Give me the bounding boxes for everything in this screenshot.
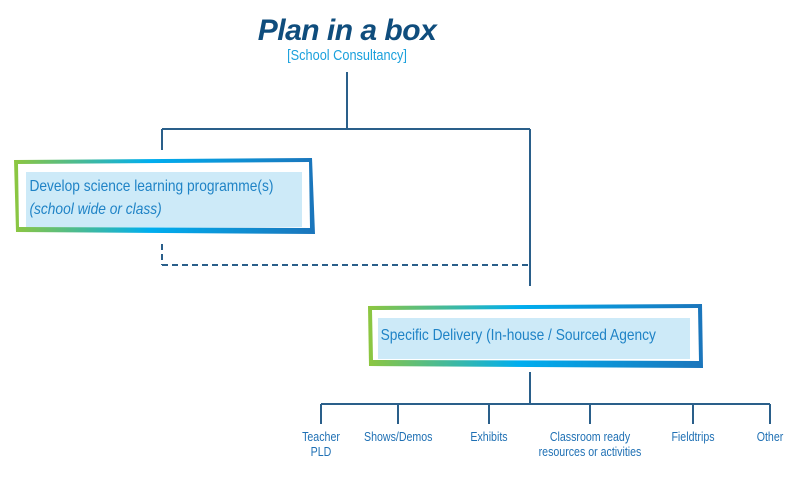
leaf-label: Fieldtrips xyxy=(671,430,715,444)
leaf-label: Shows/Demos xyxy=(364,430,433,444)
leaf-teacher-pld: Teacher PLD xyxy=(296,430,347,460)
programme-node-sublabel: (school wide or class) xyxy=(29,201,162,218)
leaf-fieldtrips: Fieldtrips xyxy=(663,430,723,445)
diagram-subtitle: [School Consultancy] xyxy=(287,47,407,64)
leaf-sublabel: PLD xyxy=(310,445,332,459)
leaf-label: Teacher xyxy=(302,430,340,444)
leaf-label: Other xyxy=(756,430,784,444)
leaf-sublabel: resources or activities xyxy=(538,445,642,459)
delivery-node: Specific Delivery (In-house / Sourced Ag… xyxy=(366,302,704,370)
leaf-shows-demos: Shows/Demos xyxy=(364,430,433,445)
leaf-other: Other xyxy=(749,430,792,445)
programme-node-label: Develop science learning programme(s) xyxy=(29,178,274,195)
programme-node: Develop science learning programme(s) (s… xyxy=(12,154,316,236)
leaf-classroom-resources: Classroom ready resources or activities xyxy=(531,430,650,460)
leaf-exhibits: Exhibits xyxy=(464,430,515,445)
leaf-label: Exhibits xyxy=(470,430,508,444)
delivery-node-label: Specific Delivery (In-house / Sourced Ag… xyxy=(380,327,656,344)
leaf-label: Classroom ready xyxy=(549,430,631,444)
diagram-title: Plan in a box xyxy=(257,14,437,47)
